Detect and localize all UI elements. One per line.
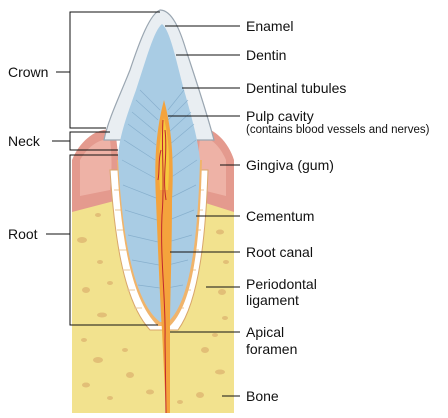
label-periodontal: Periodontal (246, 276, 317, 292)
label-dentinal-tubules: Dentinal tubules (246, 80, 347, 96)
label-foramen: foramen (246, 341, 298, 357)
label-root-canal: Root canal (246, 244, 313, 260)
dentin-tubule-lines (121, 89, 198, 289)
label-bone: Bone (246, 388, 279, 404)
label-apical: Apical (246, 324, 285, 340)
label-pulp-cavity: Pulp cavity (246, 108, 314, 124)
label-pulp-cavity-note: (contains blood vessels and nerves) (246, 124, 430, 136)
gingiva-left-highlight (80, 139, 112, 196)
label-cementum: Cementum (246, 208, 315, 224)
label-gingiva: Gingiva (gum) (246, 157, 334, 173)
label-ligament: ligament (246, 292, 299, 308)
pulp-core (159, 118, 169, 190)
leader-lines (46, 11, 240, 397)
blood-vessels (157, 119, 167, 414)
label-crown: Crown (8, 64, 49, 80)
bone-texture (77, 187, 229, 404)
label-neck: Neck (8, 133, 40, 149)
label-dentin: Dentin (246, 47, 287, 63)
label-enamel: Enamel (246, 18, 294, 34)
label-root: Root (8, 226, 38, 242)
